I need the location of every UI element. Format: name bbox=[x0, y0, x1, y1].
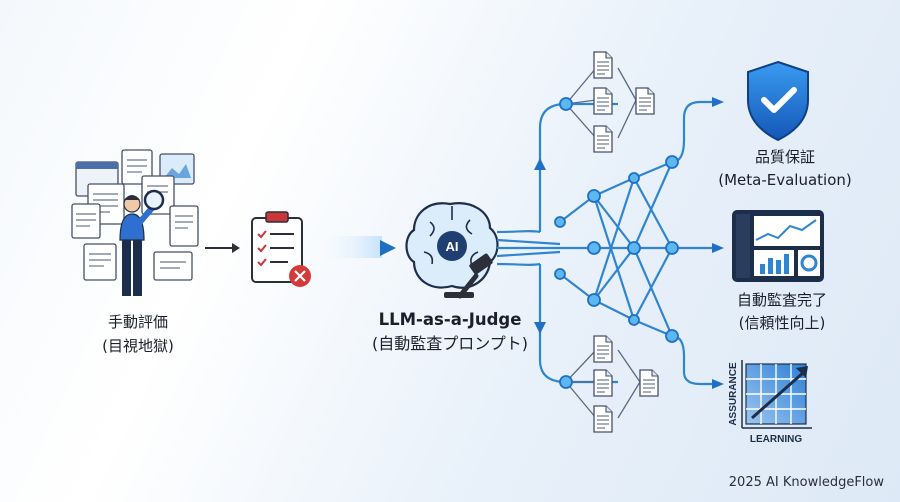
arrow-to-checklist bbox=[205, 243, 240, 253]
footer-credit: 2025 AI KnowledgeFlow bbox=[728, 475, 884, 490]
judge-label: LLM-as-a-Judge (自動監査プロンプト) bbox=[345, 308, 555, 356]
ai-badge: AI bbox=[446, 239, 459, 254]
clipboard-checklist-icon bbox=[251, 211, 311, 287]
inspector-person-icon bbox=[119, 189, 165, 296]
shield-check-icon bbox=[747, 60, 809, 142]
judge-title: LLM-as-a-Judge bbox=[378, 310, 522, 329]
manual-evaluation-label: 手動評価 (目視地獄) bbox=[78, 310, 198, 358]
audit-complete-label: 自動監査完了 (信頼性向上) bbox=[712, 289, 852, 335]
quality-assurance-label: 品質保証 (Meta-Evaluation) bbox=[700, 146, 870, 192]
branch-arrowheads bbox=[534, 97, 724, 389]
growth-grid-icon bbox=[741, 360, 812, 429]
flow-arrow-to-judge bbox=[312, 236, 396, 258]
upper-document-tree bbox=[565, 51, 655, 153]
network-nodes bbox=[554, 97, 679, 389]
manual-subtitle: (目視地獄) bbox=[102, 337, 174, 355]
dashboard-icon bbox=[732, 210, 824, 282]
manual-title: 手動評価 bbox=[107, 313, 168, 331]
lower-document-tree bbox=[565, 335, 659, 433]
qa-subtitle: (Meta-Evaluation) bbox=[718, 171, 852, 189]
learning-axis-label: LEARNING bbox=[750, 434, 802, 445]
brain-gavel-icon bbox=[405, 202, 499, 299]
assurance-axis-label: ASSURANCE bbox=[728, 362, 739, 426]
qa-title: 品質保証 bbox=[754, 148, 815, 166]
judge-subtitle: (自動監査プロンプト) bbox=[371, 334, 528, 353]
audit-subtitle: (信頼性向上) bbox=[738, 314, 826, 332]
audit-title: 自動監査完了 bbox=[736, 291, 827, 309]
